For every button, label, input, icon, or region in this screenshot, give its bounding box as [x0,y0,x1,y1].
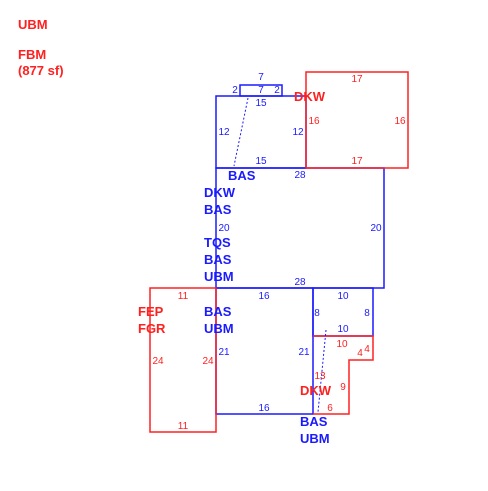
upper-connector [233,97,249,167]
dim-dkw-bottom: 17 [351,156,363,167]
dim-box-left: 8 [314,308,320,319]
dim-dkw2-diag: 13 [314,371,326,382]
dim-upper-top: 15 [255,98,267,109]
dim-notch-left: 2 [232,85,238,96]
dim-dkw2-right-c: 9 [340,382,346,393]
dkw-lower-area [313,335,374,415]
dim-dkw-left: 16 [308,116,320,127]
label-lower-2: UBM [204,321,234,336]
label-mid-3: TQS [204,235,231,250]
dim-box-right: 8 [364,308,370,319]
dim-mid-right: 20 [370,223,382,234]
label-dkw2: DKW [300,383,332,398]
label-fep-1: FEP [138,304,164,319]
label-mid-2: BAS [204,202,232,217]
dkw-upper-area [305,71,409,169]
dim-lower-bottom: 16 [258,403,270,414]
fbm-code: FBM [18,47,47,62]
label-bottom-2: UBM [300,431,330,446]
dim-dkw-right: 16 [394,116,406,127]
label-mid-4: BAS [204,252,232,267]
dim-lower-top: 16 [258,291,270,302]
dim-upper-left: 12 [218,127,230,138]
dim-upper-bottom: 15 [255,156,267,167]
fbm-area: (877 sf) [18,63,64,78]
upper-notch [239,84,283,97]
dim-mid-top: 28 [294,170,306,181]
label-upper-dkw: DKW [294,89,326,104]
dim-dkw2-bottom: 6 [327,403,333,414]
dim-notch-right: 2 [274,85,280,96]
label-fep-2: FGR [138,321,166,336]
label-upper-bas: BAS [228,168,256,183]
dim-lower-left: 21 [218,347,230,358]
fep-area [149,287,217,433]
dim-upper-right: 12 [292,127,304,138]
dim-mid-left: 20 [218,223,230,234]
label-mid-1: DKW [204,185,236,200]
middle-section [215,167,385,289]
dim-box-bottom: 10 [337,324,349,335]
dim-dkw2-top: 10 [336,339,348,350]
dim-fep-right: 24 [202,356,214,367]
dim-fep-bottom: 11 [178,421,189,432]
dim-box-top: 10 [337,291,349,302]
dim-lower-right: 21 [298,347,310,358]
dim-dkw2-right-a: 4 [364,344,370,355]
lower-connector [317,329,327,413]
dim-fep-left: 24 [152,356,164,367]
dim-notch-top: 7 [258,72,264,83]
label-mid-5: UBM [204,269,234,284]
header-code: UBM [18,17,48,32]
dim-dkw2-right-b: 4 [357,348,363,359]
label-lower-1: BAS [204,304,232,319]
dim-fep-top: 11 [178,291,189,302]
label-bottom-1: BAS [300,414,328,429]
dim-notch-mid: 7 [258,85,264,96]
dim-mid-bottom: 28 [294,277,306,288]
dim-dkw-top: 17 [351,74,363,85]
